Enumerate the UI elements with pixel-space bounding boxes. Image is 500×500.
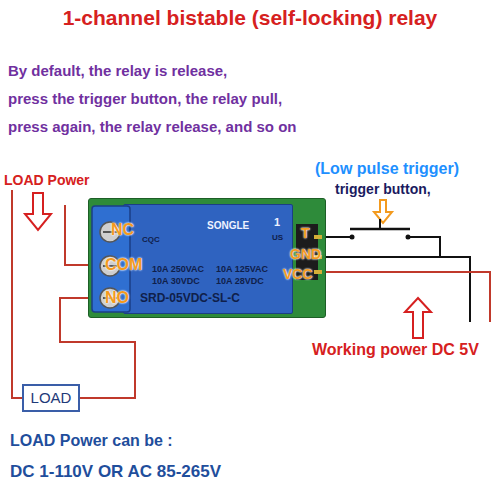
- load-power-wire: [12, 190, 22, 398]
- gnd-wire: [318, 257, 470, 322]
- relay-marking: SRD-05VDC-SL-C: [140, 292, 240, 306]
- button-lever: [350, 228, 410, 231]
- pin-label: T: [301, 225, 310, 241]
- relay-marking: 10A 250VAC: [152, 264, 204, 274]
- button-label: trigger button,: [335, 181, 431, 197]
- button-stem: [379, 219, 381, 229]
- button-wire: [408, 237, 440, 257]
- pointer-arrow: [374, 200, 392, 223]
- description-note: press the trigger button, the relay pull…: [8, 90, 282, 107]
- power-label: LOAD Power: [4, 172, 90, 188]
- relay-marking: 10A 28VDC: [216, 276, 264, 286]
- pin-label: NO: [105, 289, 129, 307]
- relay-marking: CQC: [142, 235, 160, 244]
- relay-marking: US: [272, 233, 283, 242]
- pin-label: NC: [111, 221, 134, 239]
- spec-note: DC 1-110V OR AC 85-265V: [10, 462, 221, 482]
- relay-marking: 1: [274, 216, 280, 229]
- flow-arrow: [405, 298, 431, 338]
- relay-board: SONGLE CQC 1US 10A 250VAC 10A 125VAC 10A 30VD…: [88, 198, 326, 318]
- button-contact: [406, 235, 411, 240]
- relay-marking: SONGLE: [207, 220, 249, 232]
- load-box: LOAD: [22, 384, 80, 412]
- pin-label: VCC: [283, 266, 313, 282]
- relay-marking: 10A 30VDC: [152, 276, 200, 286]
- relay-marking: 10A 125VAC: [216, 264, 268, 274]
- button-contact: [350, 235, 355, 240]
- power-label: Working power DC 5V: [312, 341, 479, 359]
- description-note: press again, the relay release, and so o…: [8, 118, 296, 135]
- pin-label: GND: [290, 246, 321, 262]
- vcc-wire: [318, 272, 490, 322]
- pin-label: COM: [105, 256, 142, 274]
- flow-arrow: [25, 193, 51, 230]
- load-label: LOAD: [22, 384, 80, 412]
- relay-body: SONGLE CQC 1US 10A 250VAC 10A 125VAC 10A 30VD…: [123, 204, 293, 314]
- diagram-title: 1-channel bistable (self-locking) relay: [0, 6, 500, 30]
- description-note: By default, the relay is release,: [8, 62, 227, 79]
- spec-note: LOAD Power can be :: [10, 432, 173, 450]
- trigger-note: (Low pulse trigger): [315, 160, 459, 178]
